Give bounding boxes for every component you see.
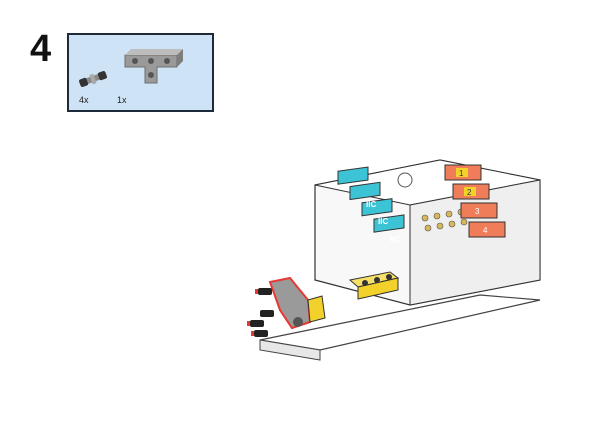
part-qty-pin: 4x xyxy=(79,95,89,105)
iic-label-3: IIC xyxy=(390,235,400,244)
yellow-beam xyxy=(348,271,400,300)
iic-port-group xyxy=(337,166,405,233)
port-label-2: 2 xyxy=(467,188,472,197)
connector-pin-icon xyxy=(79,71,107,87)
t-beam-icon xyxy=(124,49,183,84)
port-label-3: 3 xyxy=(475,207,480,216)
assembly-illustration: IIC IIC IIC 1 2 3 4 xyxy=(247,159,541,361)
port-label-4: 4 xyxy=(483,226,488,235)
iic-label-2: IIC xyxy=(378,217,388,226)
part-qty-beam: 1x xyxy=(117,95,127,105)
motor-port-group xyxy=(444,164,506,238)
parts-callout: 4x 1x xyxy=(67,33,214,112)
port-label-1: 1 xyxy=(459,169,464,178)
iic-label-1: IIC xyxy=(366,200,376,209)
new-part-highlight xyxy=(247,276,326,337)
step-number: 4 xyxy=(30,28,52,70)
